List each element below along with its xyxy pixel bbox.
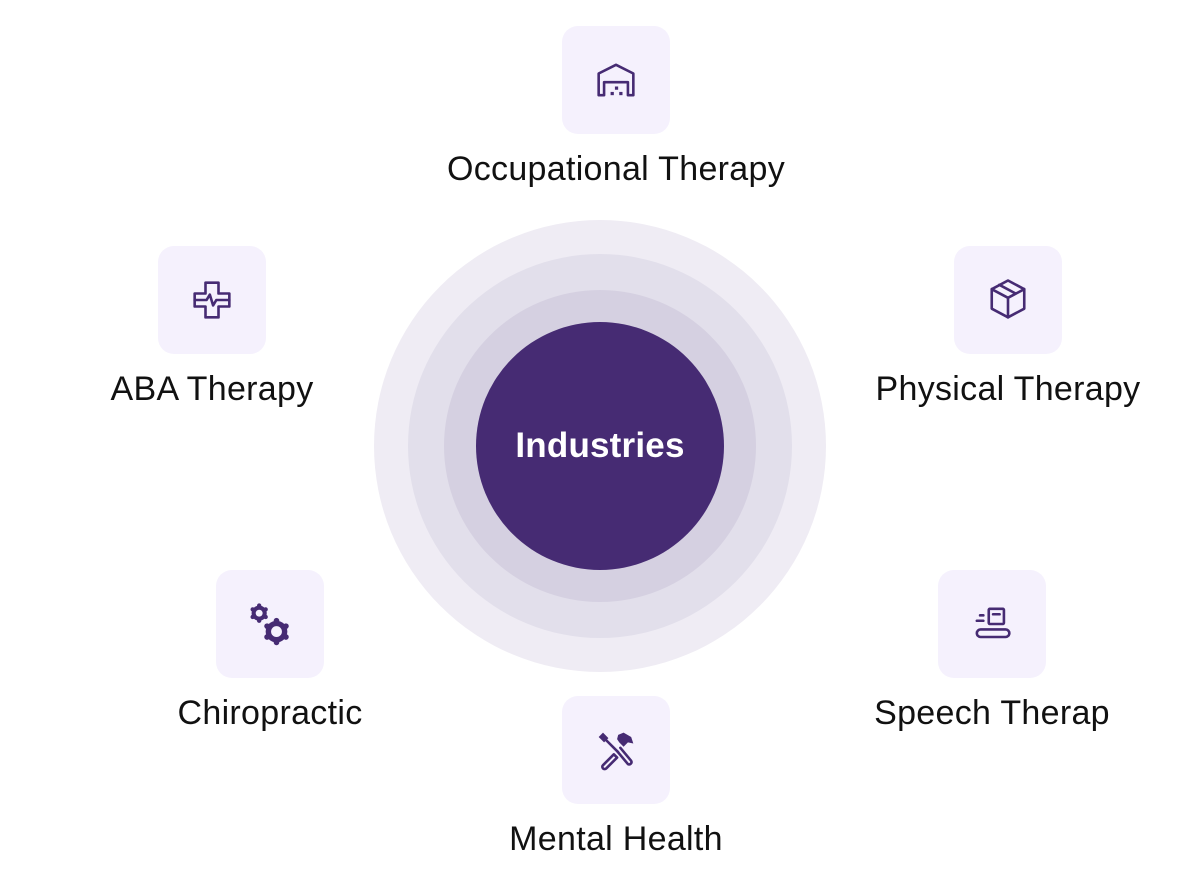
industry-occupational-therapy[interactable]: Occupational Therapy [416, 26, 816, 189]
industry-label: Mental Health [509, 820, 723, 858]
medical-cross-heartbeat-icon [193, 281, 231, 319]
icon-tile [562, 696, 670, 804]
package-box-icon [990, 279, 1026, 319]
icon-tile [562, 26, 670, 134]
industry-physical-therapy[interactable]: Physical Therapy [858, 246, 1158, 409]
conveyor-box-icon [975, 607, 1011, 639]
industry-label: ABA Therapy [110, 370, 314, 408]
industry-label: Speech Therap [874, 694, 1110, 732]
icon-tile [938, 570, 1046, 678]
industry-chiropractic[interactable]: Chiropractic [120, 570, 420, 733]
icon-tile [216, 570, 324, 678]
hammer-screwdriver-tools-icon [598, 732, 634, 771]
industry-label: Chiropractic [177, 694, 363, 732]
icon-tile [158, 246, 266, 354]
industry-label: Physical Therapy [875, 370, 1141, 408]
industry-aba-therapy[interactable]: ABA Therapy [62, 246, 362, 409]
warehouse-icon [597, 63, 635, 97]
industry-label: Occupational Therapy [446, 150, 785, 188]
center-hub: Industries [476, 322, 724, 570]
industry-speech-therapy[interactable]: Speech Therap [842, 570, 1142, 733]
icon-tile [954, 246, 1062, 354]
center-label: Industries [515, 426, 685, 465]
industry-mental-health[interactable]: Mental Health [466, 696, 766, 859]
gears-icon [250, 603, 289, 646]
